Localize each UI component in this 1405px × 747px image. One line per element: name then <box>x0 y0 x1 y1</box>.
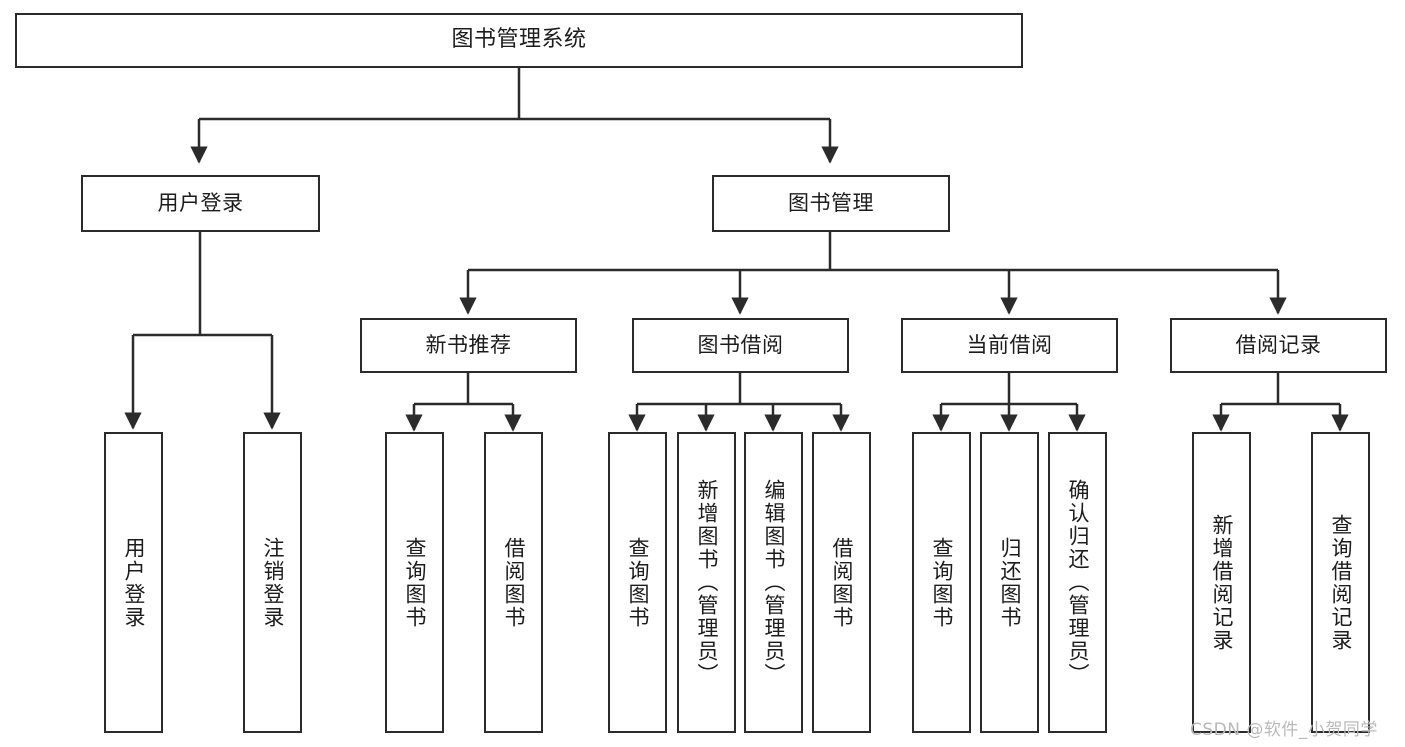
node-label: 图书管理系统 <box>451 27 587 53</box>
node-label: 图书借阅 <box>697 332 784 357</box>
leaf-book-borrow-query-book[interactable]: 查询图书 <box>608 432 667 733</box>
node-label: 查询借阅记录 <box>1328 513 1353 652</box>
node-new-book-recommend[interactable]: 新书推荐 <box>360 318 577 373</box>
node-label: 用户登录 <box>157 190 244 215</box>
node-label: 借阅图书 <box>829 536 854 629</box>
node-label: 借阅记录 <box>1235 332 1322 357</box>
leaf-current-borrow-confirm-return-admin[interactable]: 确认归还（管理员） <box>1048 432 1107 733</box>
leaf-book-borrow-add-book-admin[interactable]: 新增图书（管理员） <box>677 432 736 733</box>
node-label: 查询图书 <box>625 536 650 629</box>
leaf-user-login-login[interactable]: 用户登录 <box>104 432 163 733</box>
node-label: 新增借阅记录 <box>1209 513 1234 652</box>
node-label: 注销登录 <box>260 536 285 629</box>
node-current-borrow[interactable]: 当前借阅 <box>901 318 1118 373</box>
node-label: 借阅图书 <box>501 536 526 629</box>
node-label: 新增图书（管理员） <box>694 479 719 686</box>
leaf-borrow-record-add-record[interactable]: 新增借阅记录 <box>1192 432 1251 733</box>
leaf-new-book-borrow-book[interactable]: 借阅图书 <box>484 432 543 733</box>
node-label: 用户登录 <box>121 536 146 629</box>
node-label: 图书管理 <box>788 190 874 215</box>
node-root-book-management-system[interactable]: 图书管理系统 <box>15 13 1023 68</box>
node-label: 查询图书 <box>402 536 427 629</box>
leaf-borrow-record-query-record[interactable]: 查询借阅记录 <box>1311 432 1370 733</box>
node-label: 查询图书 <box>929 536 954 629</box>
leaf-current-borrow-query-book[interactable]: 查询图书 <box>912 432 971 733</box>
csdn-watermark: CSDN @软件_小贺同学 <box>1190 720 1378 740</box>
node-borrow-record[interactable]: 借阅记录 <box>1170 318 1387 373</box>
node-label: 当前借阅 <box>966 332 1053 357</box>
node-book-borrow[interactable]: 图书借阅 <box>632 318 849 373</box>
leaf-user-login-logout[interactable]: 注销登录 <box>243 432 302 733</box>
leaf-book-borrow-borrow-book[interactable]: 借阅图书 <box>812 432 871 733</box>
node-label: 归还图书 <box>997 536 1022 629</box>
leaf-current-borrow-return-book[interactable]: 归还图书 <box>980 432 1039 733</box>
leaf-book-borrow-edit-book-admin[interactable]: 编辑图书（管理员） <box>744 432 803 733</box>
leaf-new-book-query-book[interactable]: 查询图书 <box>385 432 444 733</box>
node-user-login[interactable]: 用户登录 <box>81 175 320 232</box>
node-label: 确认归还（管理员） <box>1065 479 1090 686</box>
node-label: 新书推荐 <box>425 332 512 357</box>
node-book-management[interactable]: 图书管理 <box>712 175 950 232</box>
node-label: 编辑图书（管理员） <box>761 479 786 686</box>
